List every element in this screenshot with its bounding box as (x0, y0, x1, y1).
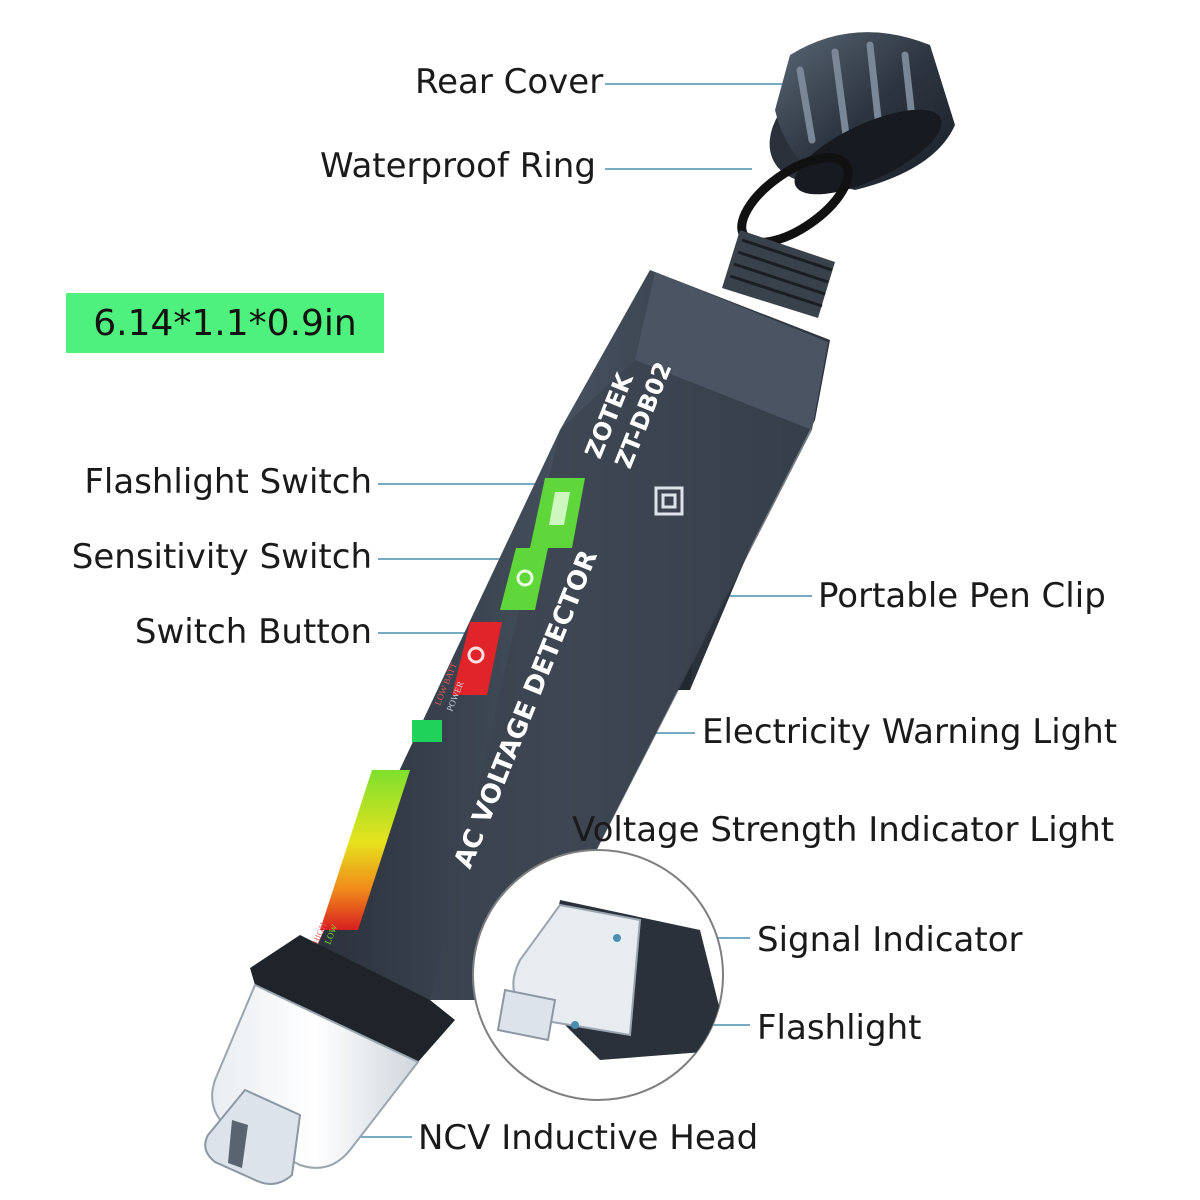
sensitivity-switch-button (500, 548, 548, 610)
ncv-tip (204, 983, 420, 1185)
pen-body (250, 270, 830, 1062)
label-ncv-head: NCV Inductive Head (418, 1118, 759, 1158)
label-voltage-strength-indicator: Voltage Strength Indicator Light (572, 810, 1115, 850)
label-portable-pen-clip: Portable Pen Clip (818, 576, 1106, 616)
power-switch-button (452, 622, 502, 695)
flashlight-switch-button (530, 478, 585, 548)
label-switch-button: Switch Button (134, 612, 372, 652)
label-electricity-warning-light: Electricity Warning Light (702, 712, 1118, 752)
dimensions-badge: 6.14*1.1*0.9in (66, 293, 384, 353)
zoom-circle (472, 849, 724, 1101)
threaded-neck (722, 230, 835, 318)
electricity-warning-light (412, 720, 442, 742)
label-waterproof-ring: Waterproof Ring (320, 146, 596, 186)
voltage-strength-bar (320, 770, 410, 930)
double-insulation-icon (654, 486, 684, 516)
label-signal-indicator: Signal Indicator (757, 920, 1023, 960)
rear-cover-part (769, 32, 955, 195)
label-sensitivity-switch: Sensitivity Switch (71, 537, 372, 577)
label-flashlight-switch: Flashlight Switch (84, 462, 372, 502)
label-rear-cover: Rear Cover (415, 62, 604, 102)
label-flashlight: Flashlight (757, 1008, 922, 1048)
